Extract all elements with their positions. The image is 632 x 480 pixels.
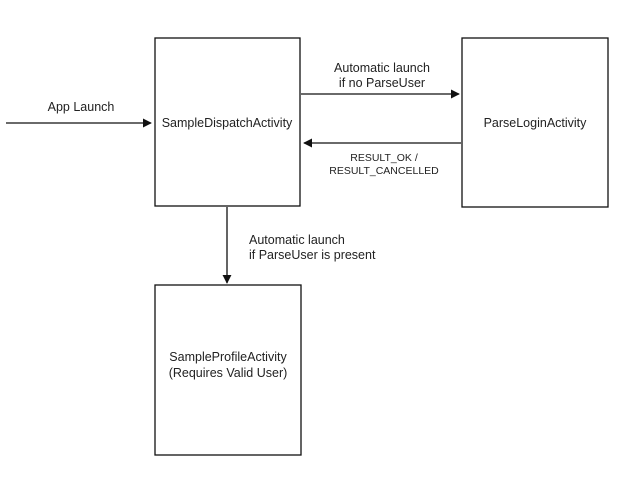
login-to-dispatch-label-line-1: RESULT_OK /: [350, 152, 418, 164]
node-parse-login-activity: ParseLoginActivity: [461, 37, 609, 208]
dispatch-to-login-label-line-2: if no ParseUser: [339, 76, 425, 90]
login-box: [461, 37, 609, 208]
dispatch-to-profile-label-line-1: Automatic launch: [249, 233, 345, 247]
edge-dispatch-to-profile: Automatic launch if ParseUser is present: [222, 207, 376, 284]
login-label: ParseLoginActivity: [484, 116, 588, 130]
dispatch-label: SampleDispatchActivity: [162, 116, 293, 130]
dispatch-to-login-label-line-1: Automatic launch: [334, 61, 430, 75]
edge-dispatch-to-login: Automatic launch if no ParseUser: [301, 61, 460, 99]
dispatch-box: [154, 37, 301, 207]
profile-box: [154, 284, 302, 456]
edge-app-launch: App Launch: [6, 100, 152, 128]
node-sample-profile-activity: SampleProfileActivity (Requires Valid Us…: [154, 284, 302, 456]
edge-login-to-dispatch: RESULT_OK / RESULT_CANCELLED: [303, 138, 461, 177]
login-to-dispatch-label-line-2: RESULT_CANCELLED: [329, 165, 439, 177]
node-sample-dispatch-activity: SampleDispatchActivity: [154, 37, 301, 207]
profile-label-line-2: (Requires Valid User): [169, 366, 288, 380]
profile-label-line-1: SampleProfileActivity: [169, 350, 287, 364]
dispatch-to-profile-label-line-2: if ParseUser is present: [249, 248, 376, 262]
app-launch-label: App Launch: [48, 100, 115, 114]
